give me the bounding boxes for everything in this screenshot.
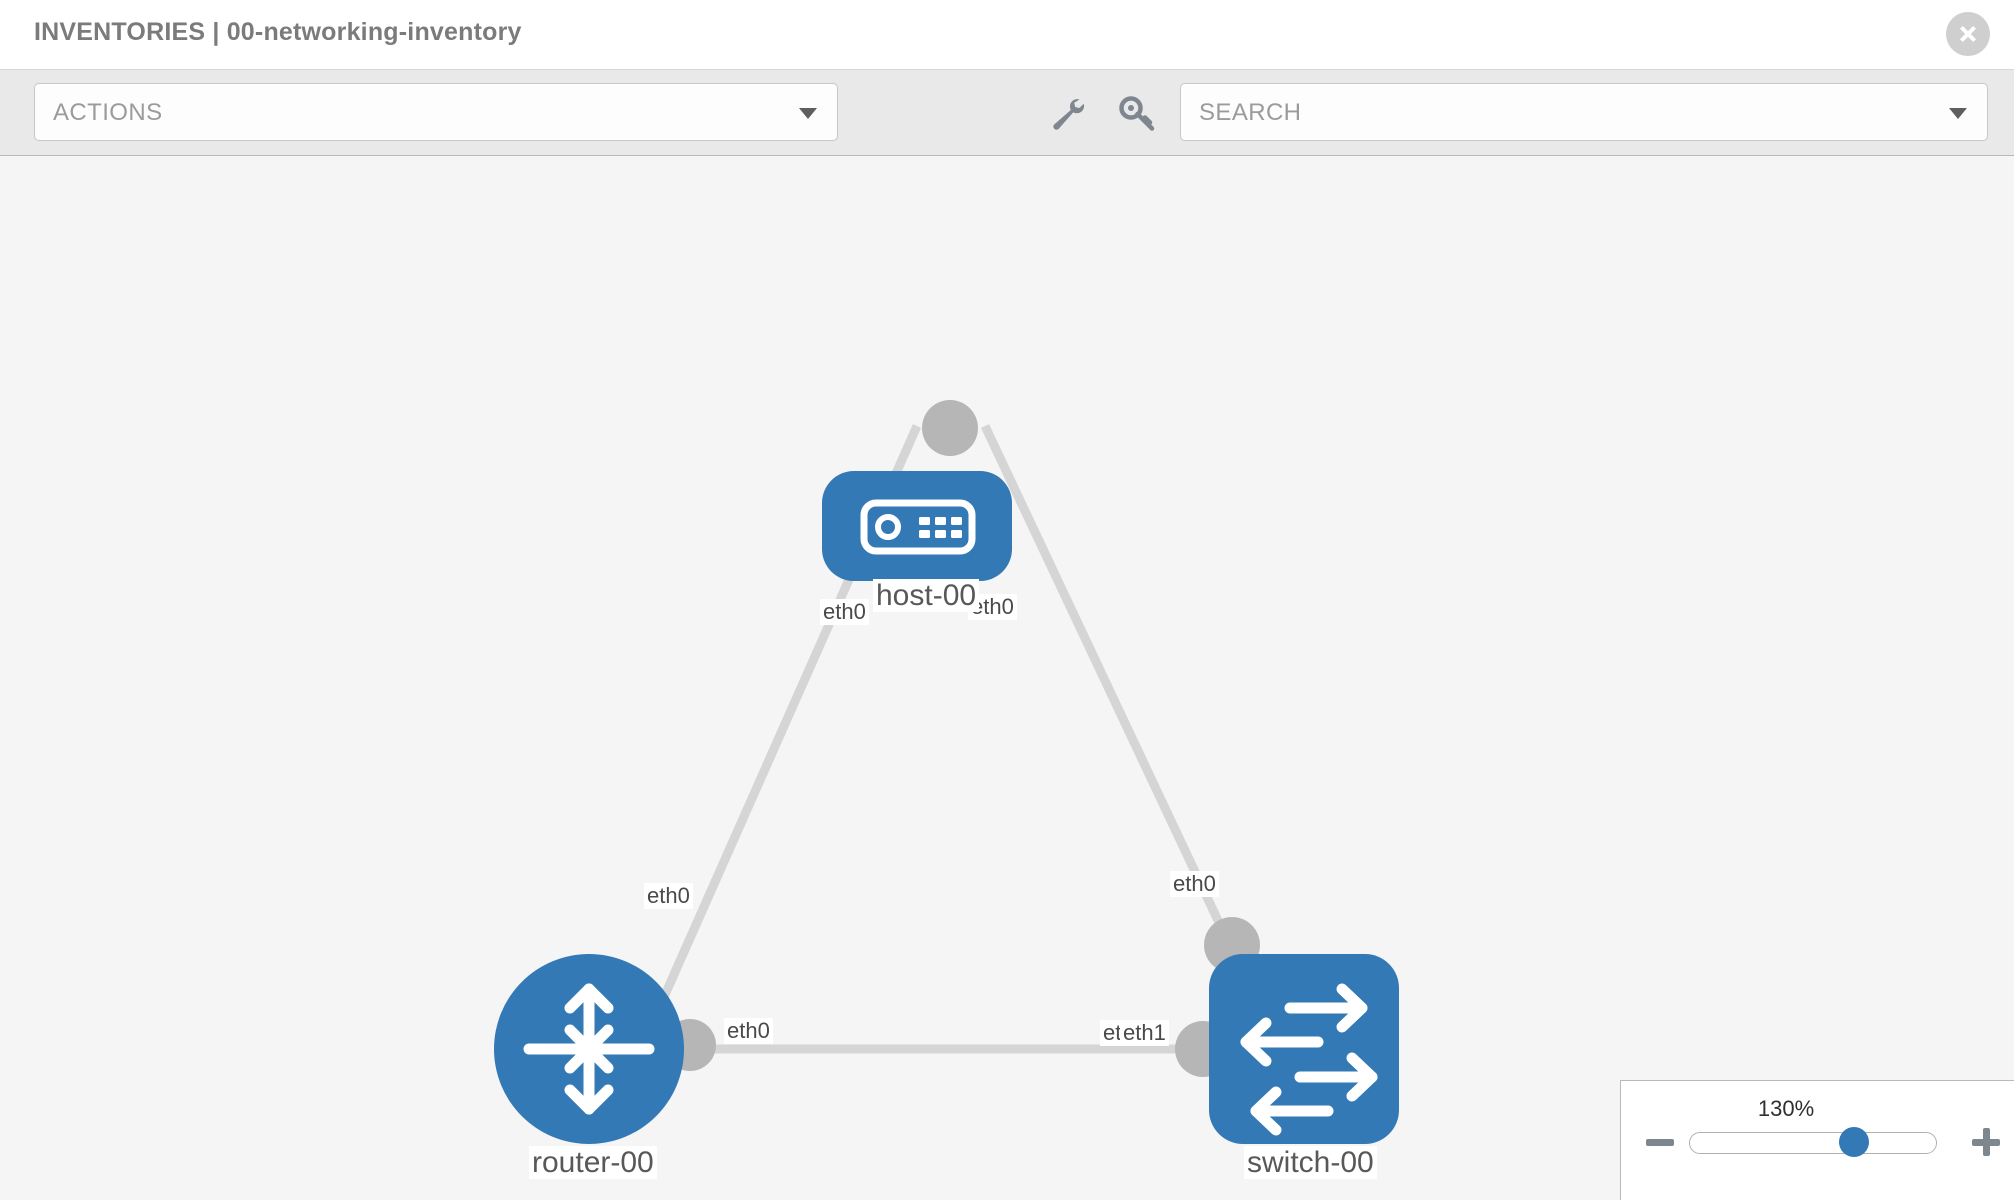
search-placeholder: SEARCH bbox=[1199, 99, 1302, 126]
edge-label-router-switch-iface: eth0 bbox=[724, 1018, 773, 1045]
edge-label-host-router-iface: eth0 bbox=[820, 599, 869, 626]
topology-graph bbox=[494, 400, 1399, 1144]
edge-label-router-host-iface: eth0 bbox=[644, 883, 693, 910]
node-router-00[interactable] bbox=[494, 954, 684, 1144]
topology-canvas[interactable]: eth0 eth0 eth0 eth0 eth0 eth eth1 host-0… bbox=[0, 156, 2014, 1200]
chevron-down-icon bbox=[799, 108, 817, 119]
node-host-00[interactable] bbox=[822, 471, 1012, 581]
node-label-router-00: router-00 bbox=[529, 1146, 657, 1179]
edge-label-switch-host-iface: eth0 bbox=[1170, 871, 1219, 898]
minus-icon[interactable] bbox=[1643, 1125, 1677, 1159]
node-label-host-00: host-00 bbox=[873, 579, 980, 612]
zoom-level-label: 130% bbox=[1757, 1096, 1815, 1121]
plus-icon[interactable] bbox=[1969, 1125, 2003, 1159]
interface-handle bbox=[922, 400, 978, 456]
zoom-slider-thumb[interactable] bbox=[1839, 1127, 1870, 1157]
edge-host-switch bbox=[980, 424, 1235, 948]
actions-dropdown[interactable]: ACTIONS bbox=[34, 83, 838, 141]
page-header: INVENTORIES | 00-networking-inventory bbox=[0, 0, 2014, 70]
search-input[interactable]: SEARCH bbox=[1180, 83, 1988, 141]
toolbar: ACTIONS SEARCH bbox=[0, 70, 2014, 156]
page-title: INVENTORIES | 00-networking-inventory bbox=[34, 18, 522, 46]
zoom-panel: 130% bbox=[1620, 1080, 2014, 1200]
node-switch-00[interactable] bbox=[1209, 954, 1399, 1144]
edge-label-switch-router-iface: eth1 bbox=[1120, 1020, 1169, 1047]
chevron-down-icon[interactable] bbox=[1949, 108, 1967, 119]
actions-dropdown-label: ACTIONS bbox=[53, 99, 163, 126]
zoom-slider[interactable] bbox=[1689, 1132, 1937, 1154]
key-icon[interactable] bbox=[1118, 96, 1162, 134]
node-label-switch-00: switch-00 bbox=[1244, 1146, 1377, 1179]
wrench-icon[interactable] bbox=[1046, 96, 1090, 134]
close-icon[interactable] bbox=[1946, 12, 1990, 56]
